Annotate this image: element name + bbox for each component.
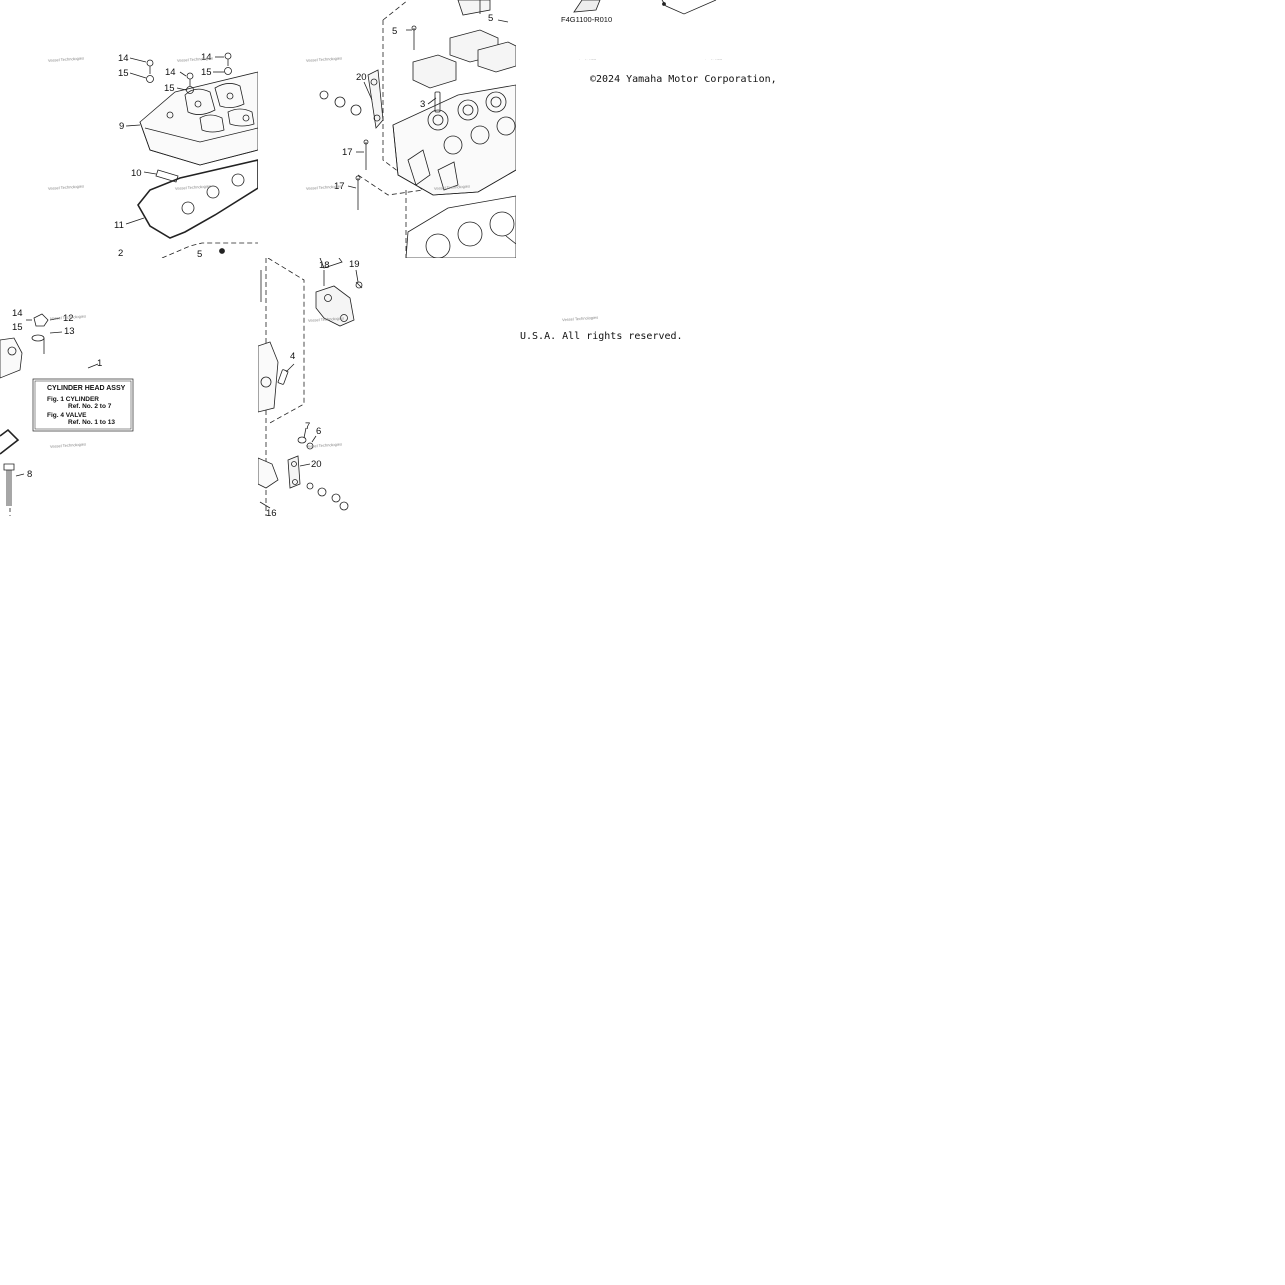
legend-line-2: Ref. No. 2 to 7 [68,403,112,410]
watermark: Vessel Technologies [48,183,84,191]
callout-1: 1 [97,358,102,369]
watermark: Vessel Technologies [561,314,599,323]
callout-15: 15 [118,68,129,79]
callout-10: 10 [131,168,142,179]
callout-12: 12 [63,313,74,324]
callout-4: 4 [290,351,295,362]
legend-line-1: Fig. 1 CYLINDER [47,396,99,403]
callout-9: 9 [119,121,124,132]
callout-14: 14 [118,53,129,64]
callout-15: 15 [164,83,175,94]
callout-14: 14 [201,52,212,63]
diagram-tile-cylinder-head: 5 5 20 3 17 17 16 Vessel Technologies Ve… [258,0,516,258]
cylinder-head-drawing: 5 5 20 3 17 17 16 Vessel Technologies Ve… [306,0,516,258]
callout-19: 19 [349,259,360,270]
callout-15: 15 [201,67,212,78]
callout-6: 6 [316,426,321,437]
callout-3: 3 [420,99,425,110]
watermark: Vessel Technologies [306,55,342,63]
callout-5: 5 [392,26,397,37]
callout-18: 18 [319,260,330,271]
watermark: Vessel Technologies [308,315,344,323]
diagram-tile-valve-cover: 14 15 14 15 14 15 9 10 11 2 5 Vessel Tec… [0,0,258,258]
watermark: Vessel Technologies [686,57,722,60]
watermark: Vessel Technologies [306,441,342,449]
callout-13: 13 [64,326,75,337]
diagram-tile-part-code: Vessel Technologies Vessel Technologies [516,0,774,60]
callout-14: 14 [12,308,23,319]
cover-detail-drawing: 14 15 12 13 1 8 CYLINDER HEAD ASSY Fig. … [0,308,134,516]
legend-line-3: Fig. 4 VALVE [47,412,87,419]
callout-8: 8 [27,469,32,480]
legend-line-4: Ref. No. 1 to 13 [68,419,115,426]
callout-16: 16 [266,508,277,516]
part-code-drawing: Vessel Technologies Vessel Technologies [560,0,722,60]
watermark: Vessel Technologies [50,313,86,321]
diagram-tile-bracket: 18 19 4 7 6 20 16 Vessel Technologies Ve… [258,258,516,516]
legend-title: CYLINDER HEAD ASSY [47,385,126,392]
copyright-line-2: U.S.A. All rights reserved. [520,331,683,342]
watermark: Vessel Technologies [50,441,86,449]
callout-5: 5 [488,13,493,24]
part-code-label: F4G1100-R010 [561,15,613,24]
watermark: Vessel Technologies [48,55,84,63]
bracket-drawing: 18 19 4 7 6 20 16 Vessel Technologies Ve… [258,258,363,516]
diagram-tile-cover-detail: 14 15 12 13 1 8 CYLINDER HEAD ASSY Fig. … [0,258,258,516]
callout-14: 14 [165,67,176,78]
callout-17: 17 [342,147,353,158]
callout-5: 5 [197,249,202,258]
callout-15: 15 [12,322,23,333]
valve-cover-drawing: 14 15 14 15 14 15 9 10 11 2 5 Vessel Tec… [48,52,258,258]
callout-17: 17 [334,181,345,192]
callout-11: 11 [114,220,124,231]
callout-2: 2 [118,248,123,258]
watermark: Vessel Technologies [560,57,596,60]
watermark: Vessel Technologies [434,183,470,191]
copyright-line-1: ©2024 Yamaha Motor Corporation, [590,74,777,85]
watermark: Vessel Technologies [175,183,211,191]
watermark: Vessel Technologies [306,183,342,191]
callout-20: 20 [356,72,367,83]
watermark: Vessel Technologies [177,55,213,63]
callout-20: 20 [311,459,322,470]
callout-7: 7 [305,421,310,432]
